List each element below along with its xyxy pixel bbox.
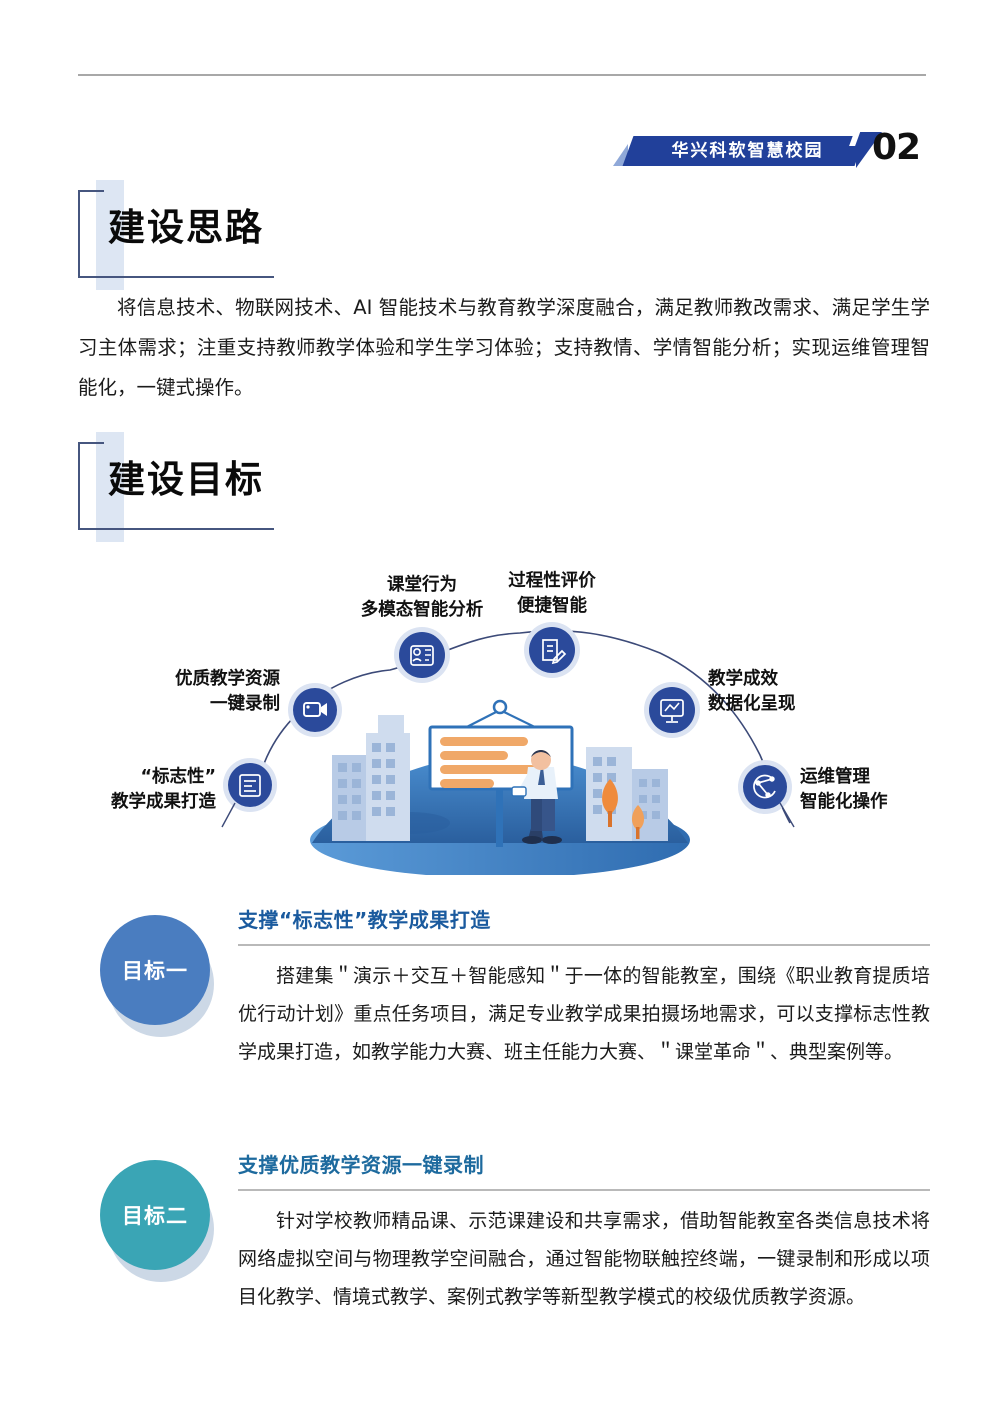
diagram-svg	[221, 622, 795, 875]
id-card-icon	[239, 774, 261, 797]
goal-2-divider	[238, 1189, 930, 1191]
goal-2-text: 针对学校教师精品课、示范课建设和共享需求，借助智能教室各类信息技术将网络虚拟空间…	[238, 1209, 930, 1308]
node-2-label: 优质教学资源 一键录制	[175, 669, 280, 714]
heading-bracket-left	[78, 442, 80, 530]
diagram-node-3[interactable]	[394, 627, 450, 683]
header-divider-line	[78, 74, 926, 76]
heading-bracket-left	[78, 190, 80, 278]
document-edit-icon	[542, 639, 567, 665]
presenter-figure	[511, 750, 562, 844]
diagram-node-2[interactable]	[288, 683, 342, 737]
node-5-label: 教学成效 数据化呈现	[708, 669, 796, 714]
heading-text: 建设目标	[108, 458, 264, 501]
network-share-icon	[753, 774, 776, 799]
video-camera-icon	[303, 702, 327, 717]
heading-accent-band	[96, 432, 124, 542]
section-heading-construction-approach: 建设思路	[78, 180, 378, 290]
heading-bracket-top	[78, 442, 104, 444]
header-chevron-icon	[856, 132, 882, 168]
goal-1-body: 支撑“标志性”教学成果打造 搭建集＂演示＋交互＋智能感知＂于一体的智能教室，围绕…	[238, 905, 930, 1071]
diagram-node-1[interactable]	[223, 758, 277, 812]
goal-1-text: 搭建集＂演示＋交互＋智能感知＂于一体的智能教室，围绕《职业教育提质培优行动计划》…	[238, 964, 930, 1063]
node-3-label: 课堂行为 多模态智能分析	[360, 575, 484, 620]
heading-bracket-bottom	[78, 276, 274, 278]
heading-bracket-top	[78, 190, 104, 192]
goal-1-title: 支撑“标志性”教学成果打造	[238, 908, 491, 932]
page-header: 华兴科软智慧校园 02	[0, 60, 1000, 168]
heading-accent-band	[96, 180, 124, 290]
heading-text: 建设思路	[108, 206, 264, 249]
node-4-label: 过程性评价 便捷智能	[508, 571, 596, 616]
person-badge-icon	[410, 645, 434, 666]
goal-2-badge: 目标二	[100, 1160, 210, 1270]
construction-approach-paragraph: 将信息技术、物联网技术、AI 智能技术与教育教学深度融合，满足教师教改需求、满足…	[78, 296, 930, 399]
heading-bracket-bottom	[78, 528, 274, 530]
goal-1-badge-wrap: 目标一	[100, 915, 218, 1037]
leader-line-node-1	[221, 802, 236, 828]
illustration-group	[310, 699, 690, 875]
goal-2-badge-wrap: 目标二	[100, 1160, 218, 1282]
diagram-node-6[interactable]	[738, 760, 792, 814]
goal-1-badge: 目标一	[100, 915, 210, 1025]
page-number: 02	[872, 127, 921, 168]
diagram-node-5[interactable]	[644, 682, 700, 738]
goal-2-body: 支撑优质教学资源一键录制 针对学校教师精品课、示范课建设和共享需求，借助智能教室…	[238, 1150, 930, 1316]
goal-2-title: 支撑优质教学资源一键录制	[238, 1153, 484, 1177]
monitor-chart-icon	[660, 699, 684, 723]
leader-line-node-6	[779, 802, 795, 828]
goals-arc-diagram: “标志性” 教学成果打造 优质教学资源 一键录制 课堂行为 多模态智能分析 过程…	[100, 555, 900, 875]
section-heading-construction-goals: 建设目标	[78, 432, 378, 542]
node-1-label: “标志性” 教学成果打造	[111, 767, 216, 812]
diagram-node-4[interactable]	[524, 622, 580, 678]
header-banner-title: 华兴科软智慧校园	[671, 141, 824, 161]
goal-1-divider	[238, 944, 930, 946]
node-6-label: 运维管理 智能化操作	[800, 767, 888, 812]
